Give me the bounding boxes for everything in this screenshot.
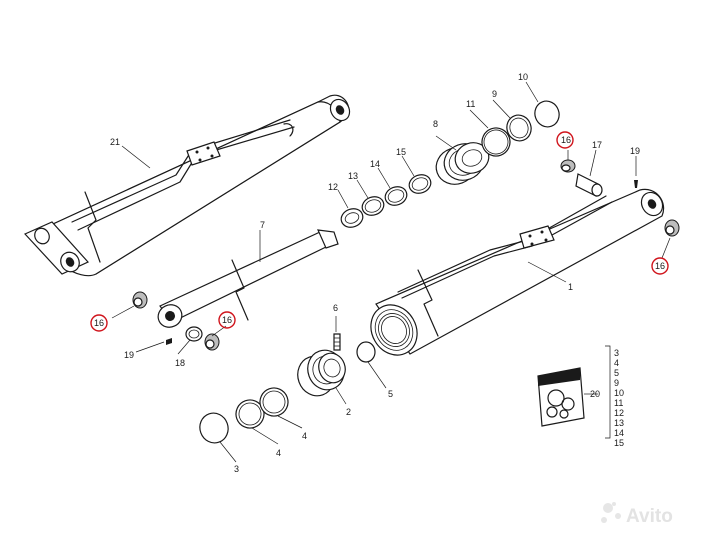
bushing-part-16-top <box>560 159 576 173</box>
callout-19-left: 19 <box>124 350 134 360</box>
kit-item: 11 <box>614 398 623 408</box>
callout-labels: 21 7 8 11 9 10 12 13 14 15 16 17 19 16 1… <box>94 72 665 474</box>
highlight-circle <box>556 131 574 149</box>
callout-17: 17 <box>592 140 602 150</box>
kit-item: 13 <box>614 418 624 428</box>
kit-list-bracket <box>605 345 611 439</box>
kit-item: 9 <box>614 378 619 388</box>
leader-lines <box>111 81 671 463</box>
grease-fitting-part-19-left <box>166 338 172 345</box>
callout-5: 5 <box>388 389 393 399</box>
ring-part-18 <box>185 326 203 342</box>
seal-kit-part-20 <box>537 367 585 427</box>
callout-14: 14 <box>370 159 380 169</box>
kit-item: 12 <box>614 408 624 418</box>
screw-part-6 <box>333 333 341 351</box>
kit-item: 3 <box>614 348 619 358</box>
callout-12: 12 <box>328 182 338 192</box>
callout-2: 2 <box>346 407 351 417</box>
kit-item: 4 <box>614 358 619 368</box>
bushing-part-16-right <box>664 219 680 237</box>
watermark-dot-icon <box>612 502 616 506</box>
sleeve-part-17 <box>575 173 603 197</box>
kit-item: 14 <box>614 428 624 438</box>
gland-part-2 <box>297 349 346 397</box>
watermark-dot-icon <box>603 503 613 513</box>
kit-contents-list: 3 4 5 9 10 11 12 13 14 15 <box>614 348 624 448</box>
o-ring-part-5 <box>356 341 376 363</box>
piston-rod-part-7 <box>157 229 339 328</box>
callout-4-a: 4 <box>302 431 307 441</box>
highlight-circle <box>218 311 236 329</box>
callout-19-right: 19 <box>630 146 640 156</box>
callout-18: 18 <box>175 358 185 368</box>
watermark-text: Avito <box>626 506 673 527</box>
kit-item: 15 <box>614 438 624 448</box>
ring-part-13 <box>361 196 385 216</box>
seal-part-11 <box>481 127 511 157</box>
callout-20: 20 <box>590 389 600 399</box>
o-ring-part-3 <box>199 412 229 444</box>
callout-15: 15 <box>396 147 406 157</box>
callout-16-rod: 16 <box>222 315 232 325</box>
ring-part-15 <box>408 174 432 194</box>
callout-3: 3 <box>234 464 239 474</box>
callout-7: 7 <box>260 220 265 230</box>
highlight-circles <box>90 131 669 332</box>
ring-part-9 <box>506 114 532 142</box>
callout-9: 9 <box>492 89 497 99</box>
highlight-circle <box>90 314 108 332</box>
callout-16-right: 16 <box>655 261 665 271</box>
callout-10: 10 <box>518 72 528 82</box>
kit-item: 5 <box>614 368 619 378</box>
piston-part-8 <box>435 142 490 185</box>
cylinder-barrel-part-21 <box>23 94 351 277</box>
callout-1: 1 <box>568 282 573 292</box>
callout-16-left: 16 <box>94 318 104 328</box>
callout-4-b: 4 <box>276 448 281 458</box>
callout-8: 8 <box>433 119 438 129</box>
avito-watermark: Avito <box>601 502 673 527</box>
watermark-dot-icon <box>615 513 621 519</box>
highlight-circle <box>651 257 669 275</box>
o-ring-part-10 <box>534 100 560 128</box>
callout-11: 11 <box>466 99 475 109</box>
cylinder-barrel-part-1 <box>370 188 665 356</box>
bushing-part-16-rod <box>204 333 220 351</box>
callout-16-top: 16 <box>561 135 571 145</box>
grease-fitting-part-19-right <box>634 180 638 188</box>
kit-item: 10 <box>614 388 624 398</box>
callout-21: 21 <box>110 137 120 147</box>
bushing-part-16-left <box>132 291 148 309</box>
callout-13: 13 <box>348 171 358 181</box>
seal-part-12 <box>340 208 364 228</box>
seal-part-4-b <box>259 387 289 417</box>
ring-part-14 <box>384 186 408 206</box>
callout-6: 6 <box>333 303 338 313</box>
watermark-dot-icon <box>601 517 607 523</box>
